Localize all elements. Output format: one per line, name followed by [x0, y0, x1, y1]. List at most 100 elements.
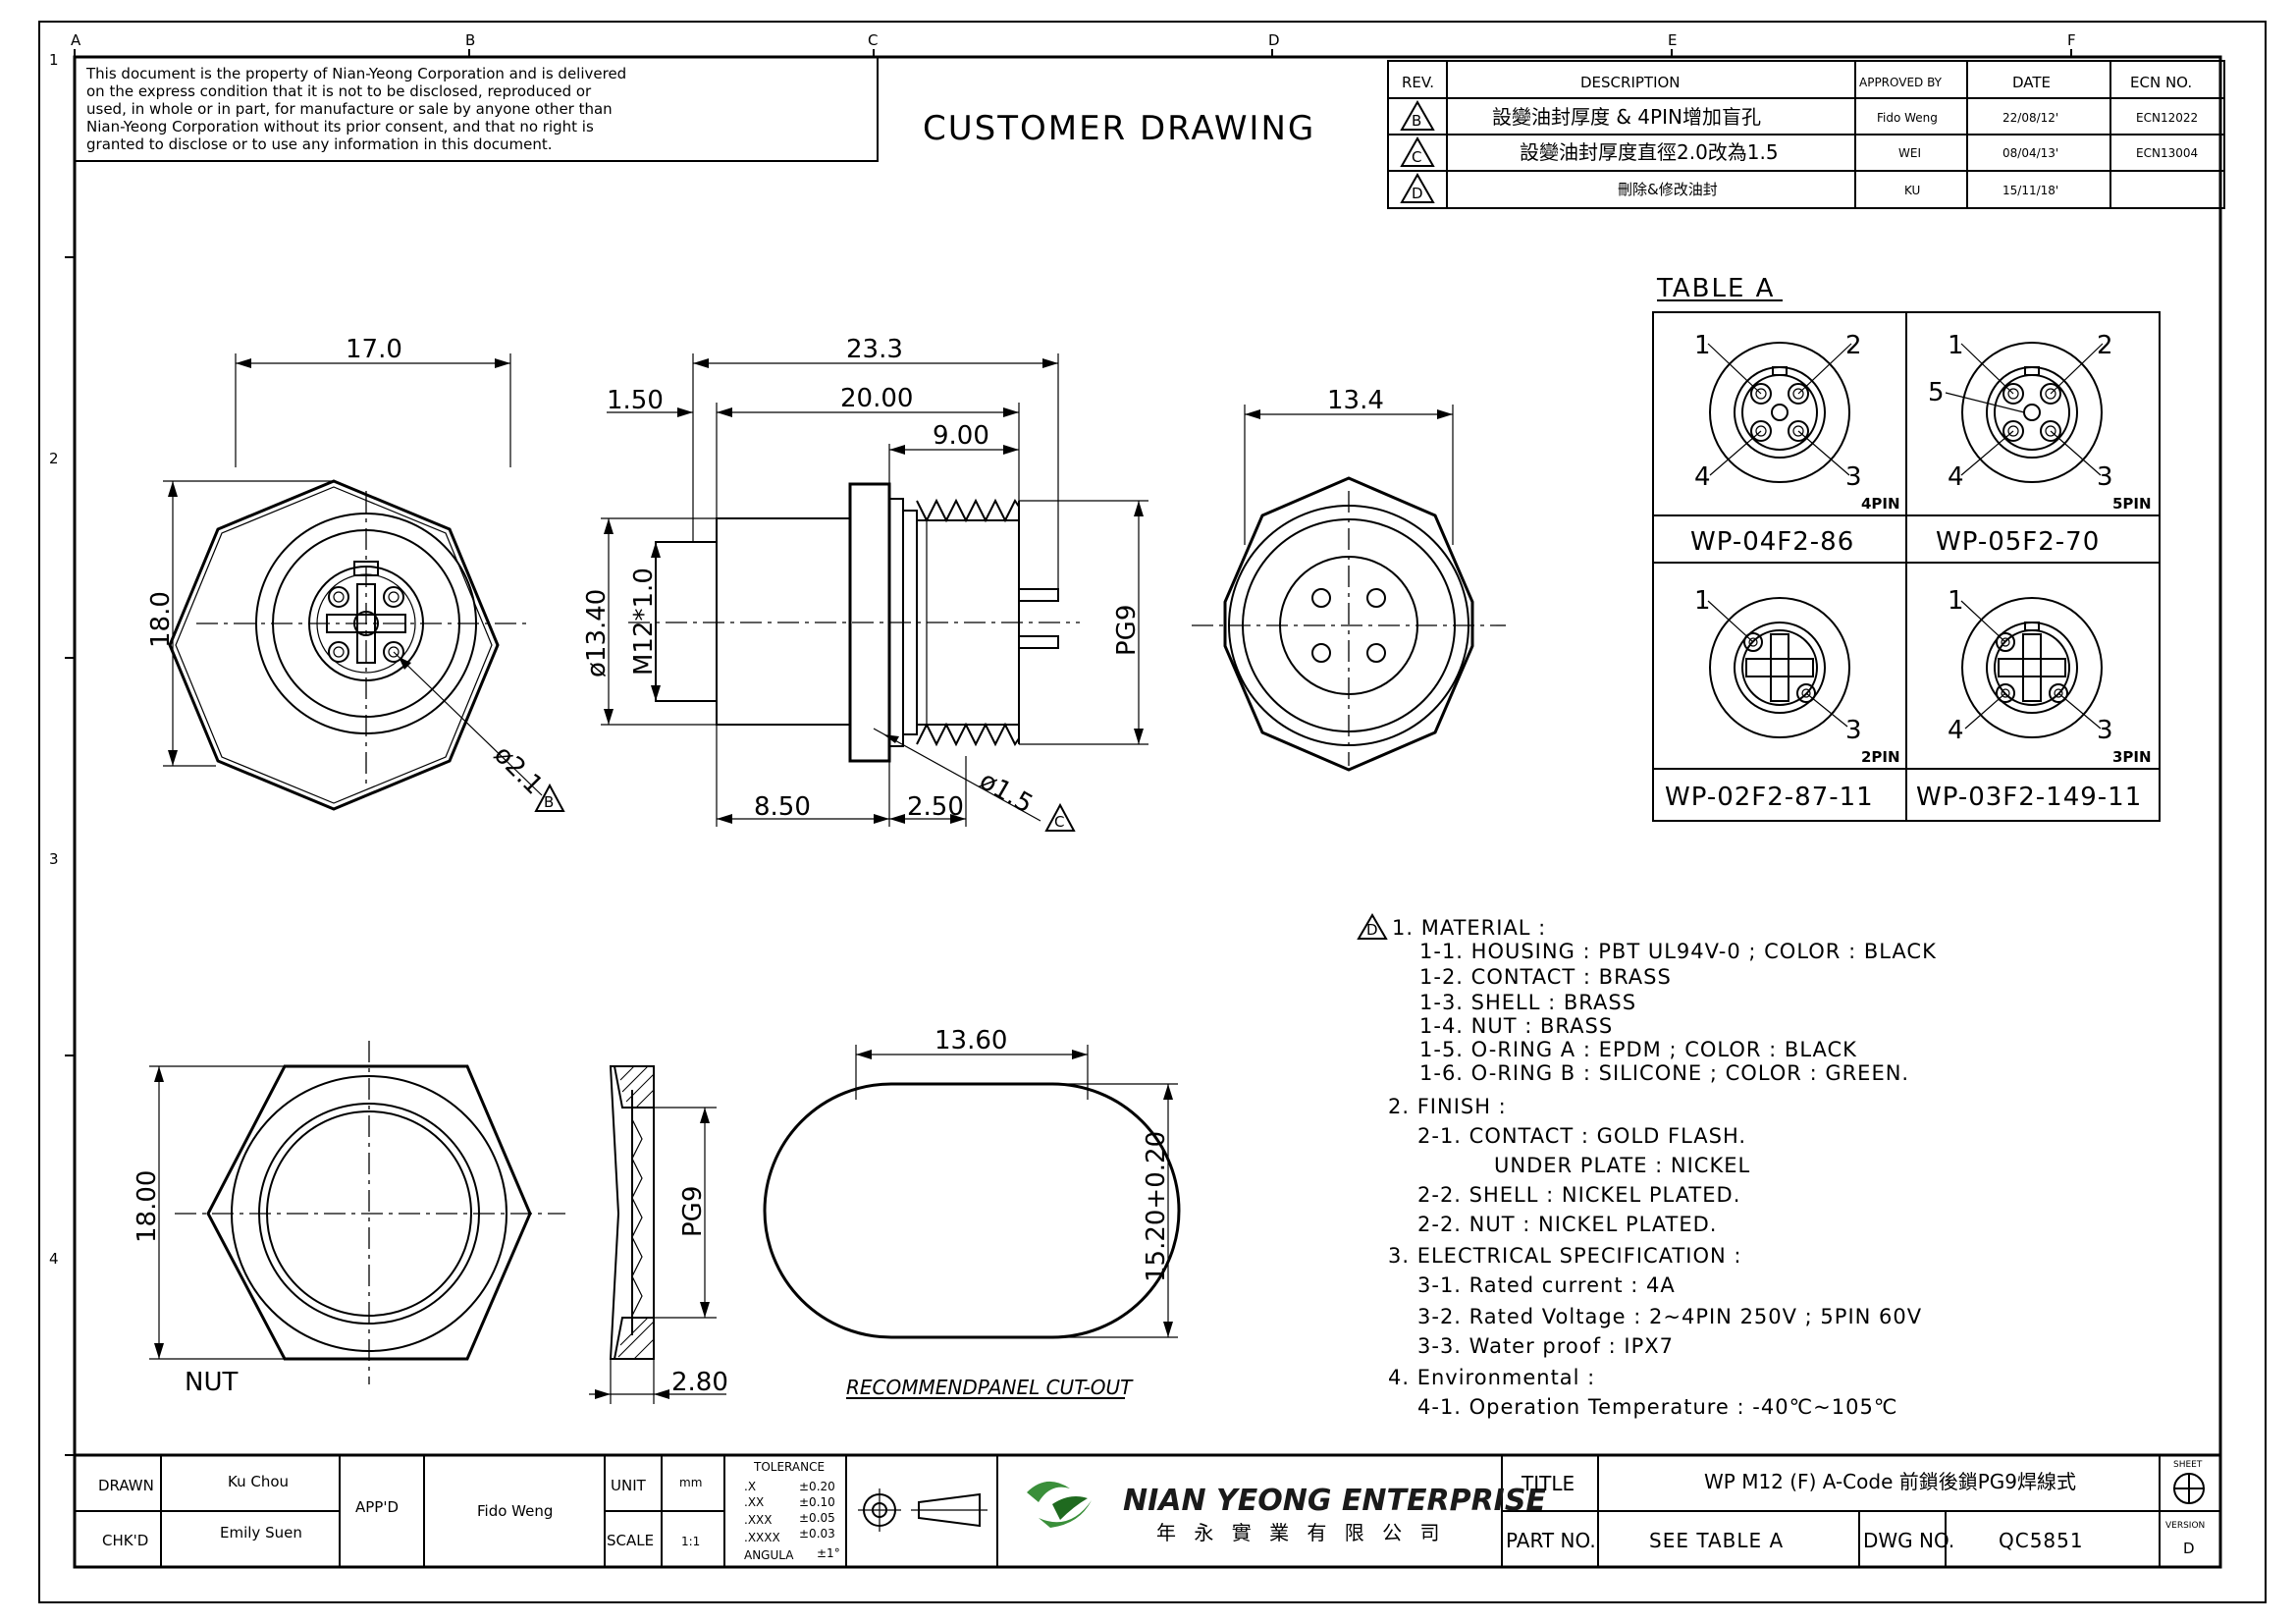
title-block: DRAWN Ku Chou CHK'D Emily Suen APP'D Fid… — [73, 1453, 2222, 1569]
part-wp-04f2-86: WP-04F2-86 — [1690, 527, 1854, 557]
notes: D 1. MATERIAL : 1-1. HOUSING : PBT UL94V… — [1357, 913, 1936, 1419]
zone-col-e: E — [1668, 31, 1677, 49]
notes-rev-marker: D — [1366, 921, 1378, 939]
chkd-value: Emily Suen — [220, 1524, 302, 1542]
side-nut-dim: 2.50 — [907, 792, 964, 822]
partno-value: SEE TABLE A — [1649, 1529, 1784, 1552]
pin-label-1: 1 — [1948, 586, 1964, 616]
zone-col-d: D — [1268, 31, 1280, 49]
notice-line-3: used, in whole or in part, for manufactu… — [86, 100, 613, 118]
cutout-width-dim: 13.60 — [934, 1026, 1007, 1055]
side-body-dim: 20.00 — [840, 384, 913, 413]
zone-row-2: 2 — [49, 450, 59, 467]
note-line-6: 1-5. O-RING A : EPDM ; COLOR : BLACK — [1419, 1038, 1857, 1061]
side-hole-rev: C — [1054, 813, 1064, 831]
revision-table: REV. DESCRIPTION APPROVED BY DATE ECN NO… — [1387, 60, 2225, 209]
zone-col-a: A — [71, 31, 81, 49]
note-line-5: 1-4. NUT : BRASS — [1419, 1014, 1613, 1038]
note-line-7: 1-6. O-RING B : SILICONE ; COLOR : GREEN… — [1419, 1061, 1909, 1085]
rear-dia-dim: 13.4 — [1327, 386, 1384, 415]
part-wp-05f2-70: WP-05F2-70 — [1936, 527, 2100, 557]
notice-line-2: on the express condition that it is not … — [86, 82, 592, 100]
pin-label-2: 2 — [2097, 331, 2113, 360]
pin-count-5: 5PIN — [2112, 495, 2152, 513]
notice-line-1: This document is the property of Nian-Ye… — [85, 65, 626, 82]
side-hole-dim: ø1.5 — [975, 766, 1039, 820]
pinout-3pin: 1 4 3 3PIN WP-03F2-149-11 — [1916, 586, 2152, 812]
note-line-8: 2. FINISH : — [1388, 1095, 1507, 1118]
scale-label: SCALE — [607, 1532, 654, 1549]
zone-row-1: 1 — [49, 51, 59, 69]
pin-label-3: 3 — [1845, 716, 1862, 745]
description-header: DESCRIPTION — [1580, 74, 1681, 91]
pin-count-4: 4PIN — [1861, 495, 1900, 513]
note-line-12: 2-2. NUT : NICKEL PLATED. — [1417, 1213, 1718, 1236]
sheet-label: SHEET — [2173, 1460, 2203, 1470]
notice-line-4: Nian-Yeong Corporation without its prior… — [86, 118, 594, 135]
side-view — [628, 482, 1080, 763]
note-line-3: 1-2. CONTACT : BRASS — [1419, 965, 1672, 989]
pinout-4pin: 1 2 4 3 4PIN WP-04F2-86 — [1690, 331, 1900, 557]
tol-val-4: ±0.03 — [799, 1527, 835, 1541]
rev-b-ecn: ECN12022 — [2136, 111, 2198, 125]
company-name: NIAN YEONG ENTERPRISE — [1123, 1484, 1546, 1518]
pin-label-4: 4 — [1948, 716, 1964, 745]
tol-key-1: .X — [744, 1480, 756, 1493]
version-value: D — [2183, 1540, 2195, 1557]
tol-val-3: ±0.05 — [799, 1511, 835, 1525]
chkd-label: CHK'D — [102, 1532, 148, 1549]
front-width-dim: 17.0 — [346, 335, 402, 364]
rev-b-marker: B — [1412, 112, 1421, 130]
side-total-dim: 23.3 — [846, 335, 903, 364]
pinout-5pin: 1 2 5 4 3 5PIN WP-05F2-70 — [1928, 331, 2152, 557]
note-line-11: 2-2. SHELL : NICKEL PLATED. — [1417, 1183, 1740, 1207]
pin-label-4: 4 — [1694, 462, 1711, 492]
table-a-title: TABLE A — [1656, 274, 1775, 303]
front-height-dim: 18.0 — [146, 591, 176, 648]
nut-dimensions: 18.00 — [133, 1065, 285, 1360]
rev-d-description: 刪除&修改油封 — [1618, 181, 1718, 198]
note-line-18: 4-1. Operation Temperature : -40℃~105℃ — [1417, 1395, 1897, 1419]
unit-label: UNIT — [611, 1477, 647, 1494]
scale-value: 1:1 — [681, 1535, 700, 1548]
pin-count-3: 3PIN — [2112, 748, 2152, 766]
rev-c-approved: WEI — [1898, 146, 1921, 160]
zone-col-c: C — [868, 31, 878, 49]
pin-label-3: 3 — [2097, 716, 2113, 745]
zone-row-4: 4 — [49, 1250, 59, 1268]
pinout-2pin: 1 3 2PIN WP-02F2-87-11 — [1665, 586, 1900, 812]
side-dimensions: 23.3 1.50 20.00 9.00 ø13.40 M12*1.0 PG9 … — [582, 335, 1148, 832]
side-thread-size-dim: M12*1.0 — [629, 568, 659, 676]
rev-c-description: 設變油封厚度直徑2.0改為1.5 — [1520, 140, 1779, 164]
pin-label-2: 2 — [1845, 331, 1862, 360]
pin-label-4: 4 — [1948, 462, 1964, 492]
rev-c-date: 08/04/13' — [2002, 146, 2058, 160]
rev-c-marker: C — [1412, 148, 1421, 166]
projection-symbol-icon — [858, 1488, 988, 1532]
nut-label: NUT — [185, 1368, 238, 1397]
rev-header: REV. — [1402, 74, 1434, 91]
tol-key-2: .XX — [744, 1495, 764, 1509]
pin-label-1: 1 — [1694, 331, 1711, 360]
rear-dimensions: 13.4 — [1244, 386, 1454, 545]
drawn-label: DRAWN — [98, 1477, 154, 1494]
drawing-title: CUSTOMER DRAWING — [923, 109, 1315, 148]
side-dia-dim: ø13.40 — [582, 589, 612, 677]
approved-header: APPROVED BY — [1859, 76, 1943, 89]
tol-key-4: .XXXX — [744, 1531, 780, 1544]
dwgno-label: DWG NO. — [1863, 1529, 1954, 1552]
front-view — [168, 479, 530, 811]
nut-side-view — [609, 1065, 655, 1360]
pin-label-1: 1 — [1948, 331, 1964, 360]
title-label: TITLE — [1521, 1472, 1575, 1495]
table-a: TABLE A 1 2 4 3 4PIN WP-04F2-86 — [1652, 274, 2161, 822]
pin-dia-dim: ø2.1 — [488, 740, 549, 801]
cutout-dimensions: 13.60 15.20+0.20 — [855, 1026, 1178, 1338]
property-notice: This document is the property of Nian-Ye… — [74, 56, 879, 162]
tol-key-5: ANGULA — [744, 1548, 794, 1562]
date-header: DATE — [2012, 74, 2051, 91]
tol-val-5: ±1° — [817, 1546, 840, 1560]
pin-label-5: 5 — [1928, 378, 1945, 407]
side-front-dim: 8.50 — [754, 792, 811, 822]
note-line-10: UNDER PLATE : NICKEL — [1494, 1154, 1750, 1177]
